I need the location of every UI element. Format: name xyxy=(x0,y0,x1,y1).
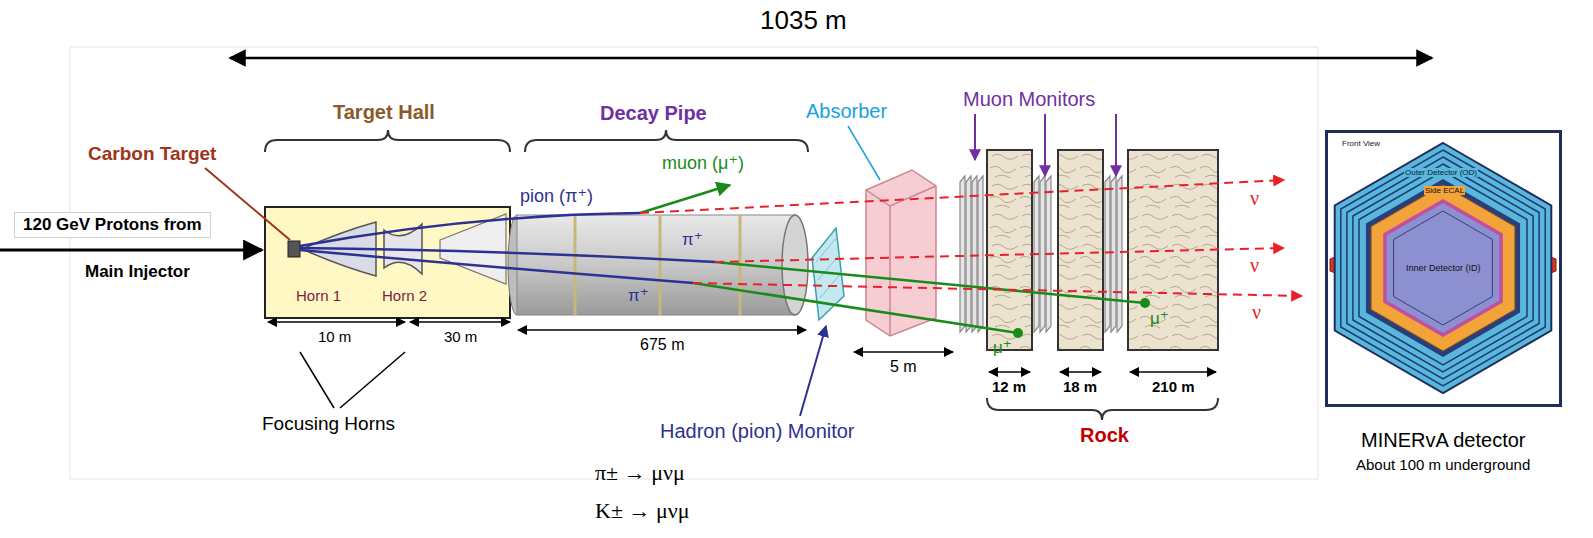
dimension-label: 30 m xyxy=(444,328,477,345)
part-label: Absorber xyxy=(806,100,887,123)
monitor-plate xyxy=(1117,176,1122,332)
part-label: Horn 1 xyxy=(296,287,341,304)
monitor-plate xyxy=(960,176,965,332)
dimension-label: 675 m xyxy=(640,336,684,354)
dimension-label: 18 m xyxy=(1063,378,1097,395)
particle-label: μ⁺ xyxy=(993,338,1012,358)
od-layer xyxy=(1353,164,1533,372)
decay-equation: K± → μνμ xyxy=(595,498,690,523)
particle-label: ν xyxy=(1250,254,1259,277)
beam-source-label: Main Injector xyxy=(85,262,190,282)
od-layer xyxy=(1359,171,1527,365)
decay-equation: π± → μνμ xyxy=(595,460,685,485)
beam-source-label: 120 GeV Protons from xyxy=(14,212,211,238)
monitor-plate xyxy=(978,176,983,332)
dimension-label: 10 m xyxy=(318,328,351,345)
detector-note: About 100 m underground xyxy=(1356,456,1530,473)
od-inner-band xyxy=(1366,179,1520,357)
detector-title: MINERvA detector xyxy=(1361,429,1526,452)
monitor-plate xyxy=(1040,176,1045,332)
dimension-label: 1035 m xyxy=(760,6,847,36)
part-label: Carbon Target xyxy=(88,143,216,165)
detector-part-label: Inner Detector (ID) xyxy=(1406,263,1481,273)
part-label: Hadron (pion) Monitor xyxy=(660,420,855,443)
od-layer xyxy=(1341,150,1545,386)
detector-part-label: Outer Detector (OD) xyxy=(1404,168,1478,177)
detector-frame: Front ViewMINERvA detectorAbout 100 m un… xyxy=(1325,130,1562,407)
od-layer xyxy=(1347,157,1539,379)
monitor-plate xyxy=(972,176,977,332)
detector-part-label: Side ECAL xyxy=(1424,186,1465,195)
dimension-label: 5 m xyxy=(890,358,917,376)
monitor-plate xyxy=(1111,176,1116,332)
particle-label: π⁺ xyxy=(682,230,703,250)
section-label: Decay Pipe xyxy=(600,102,707,125)
monitor-plate xyxy=(966,176,971,332)
section-label: Target Hall xyxy=(333,101,435,124)
hall-box: Target Hall xyxy=(265,207,510,318)
view-label: Front View xyxy=(1342,139,1380,148)
dimension-label: 12 m xyxy=(992,378,1026,395)
part-label: Horn 2 xyxy=(382,287,427,304)
ecal-edge xyxy=(1383,199,1503,337)
particle-label: ν xyxy=(1250,187,1259,210)
particle-label: pion (π⁺) xyxy=(520,186,593,207)
particle-label: ν xyxy=(1252,301,1261,324)
inner-detector: Inner Detector (ID) xyxy=(1393,210,1493,326)
section-label: Rock xyxy=(1080,424,1129,447)
part-label: Focusing Horns xyxy=(262,413,395,435)
particle-label: muon (μ⁺) xyxy=(662,153,744,174)
id-band xyxy=(1387,203,1500,333)
particle-label: μ⁺ xyxy=(1150,309,1169,329)
dimension-label: 210 m xyxy=(1152,378,1195,395)
part-label: Muon Monitors xyxy=(963,88,1095,111)
inner-detector-shape xyxy=(1394,211,1493,325)
outer-detector xyxy=(1335,143,1552,393)
particle-label: π⁺ xyxy=(628,286,649,306)
monitor-plate xyxy=(1105,176,1110,332)
side-ecal xyxy=(1371,185,1515,351)
